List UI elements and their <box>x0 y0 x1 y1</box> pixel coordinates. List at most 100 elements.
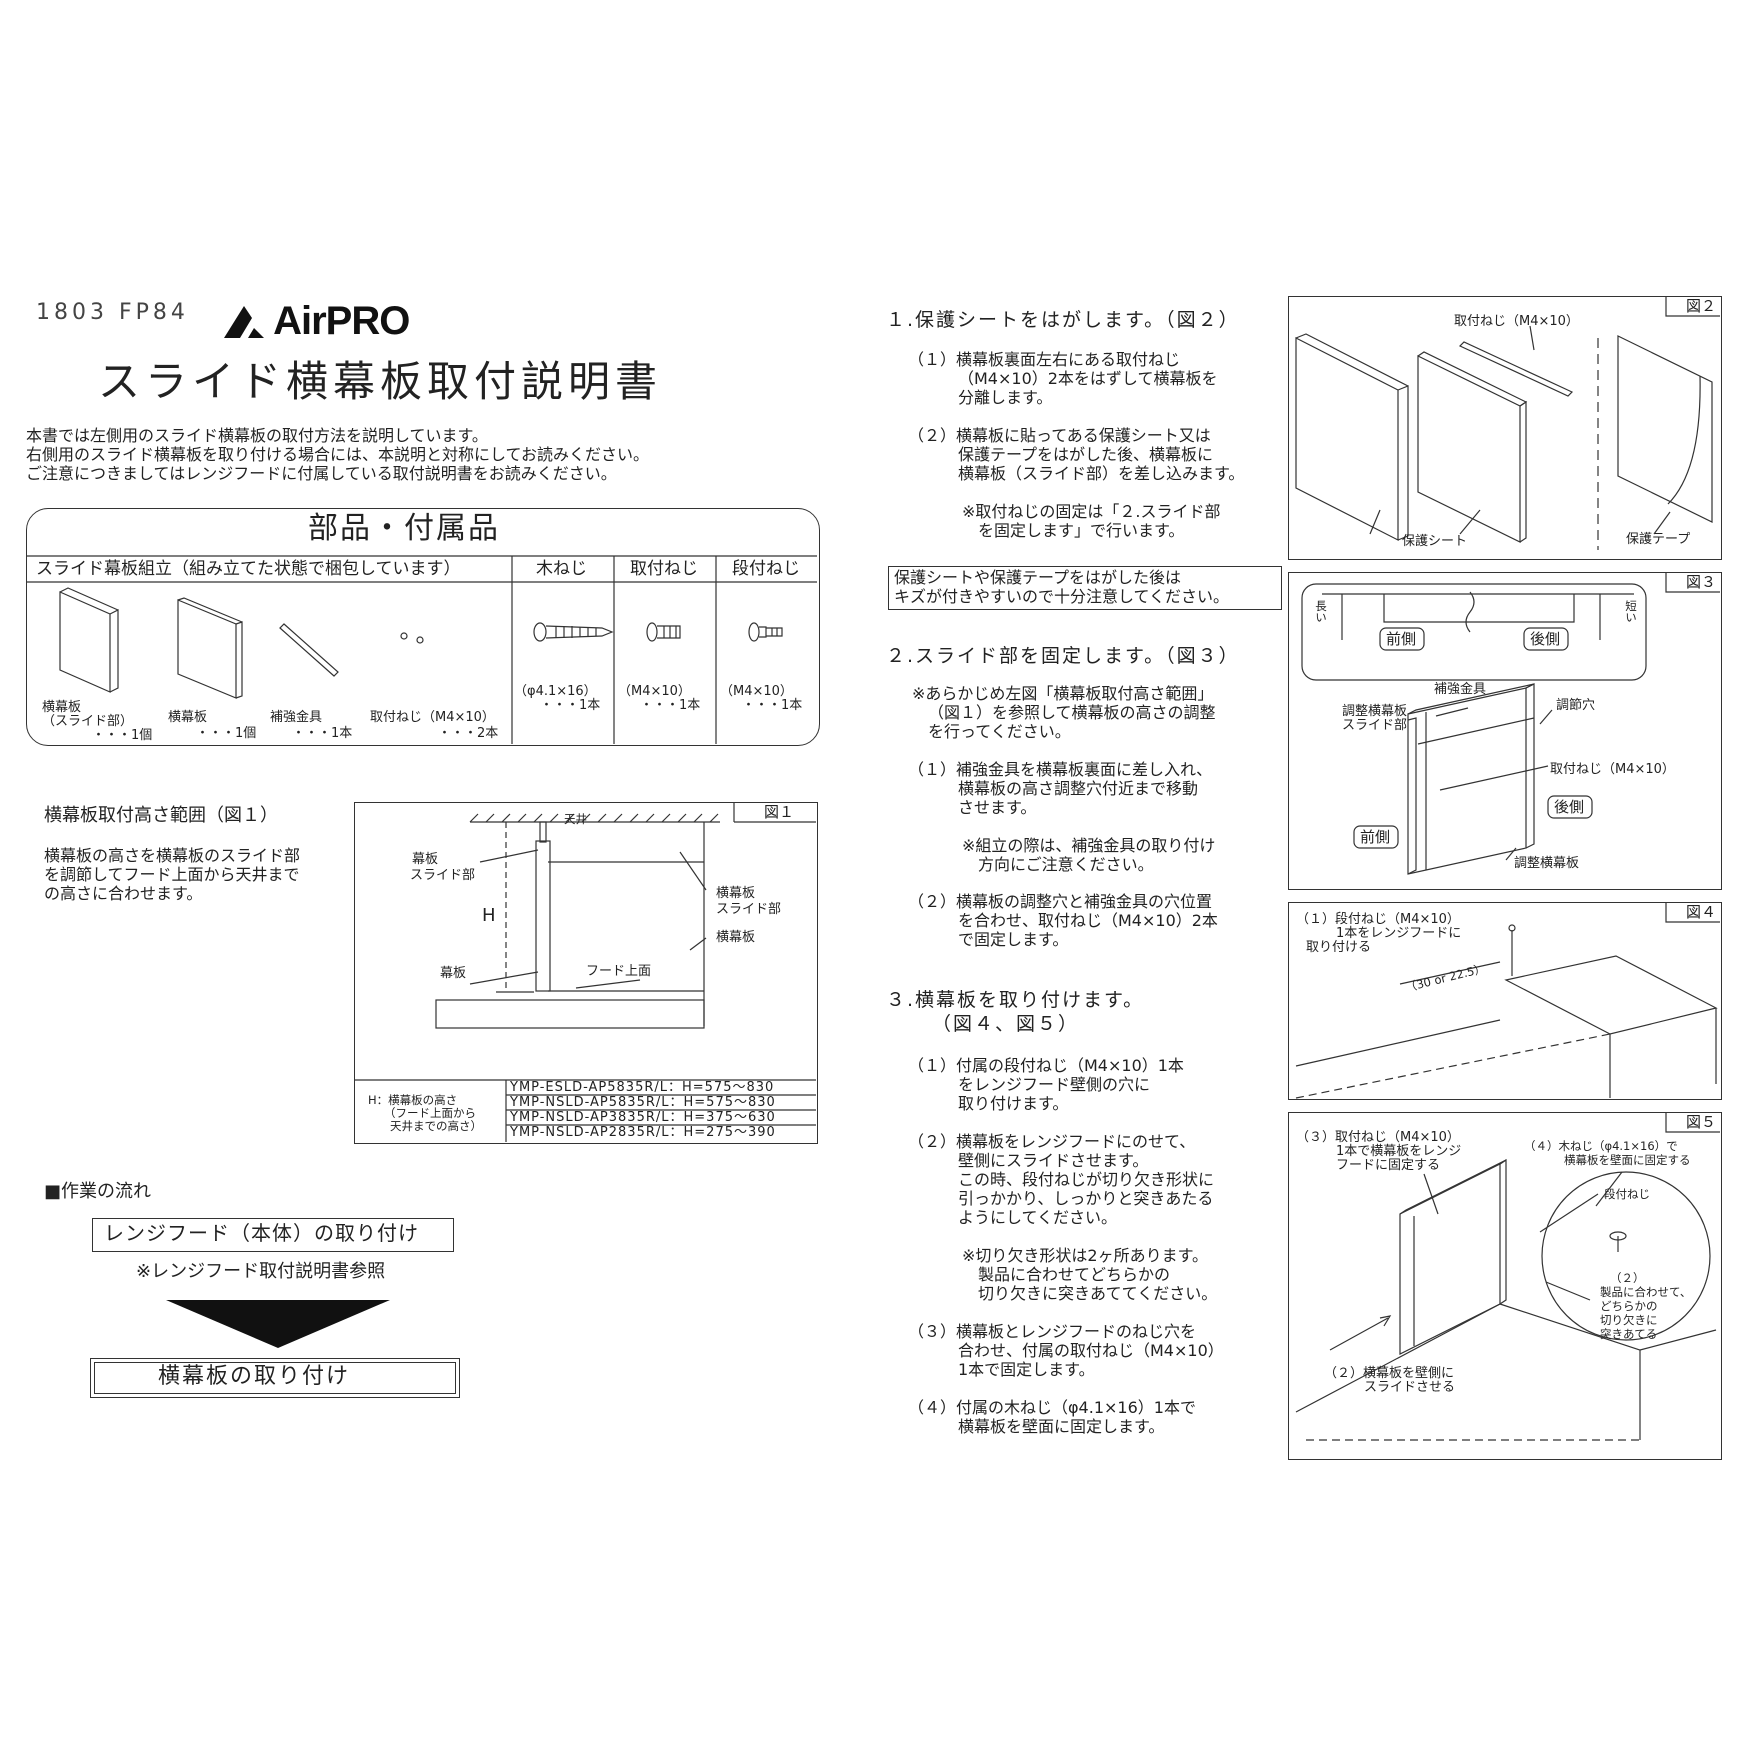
fig1-ceiling: 天井 <box>564 812 587 826</box>
fig3-front2: 前側 <box>1360 828 1391 846</box>
step1-sub1: （１）横幕板裏面左右にある取付ねじ <box>908 350 1181 369</box>
part-qty: ・・・1個 <box>92 728 153 743</box>
part-name: 取付ねじ（M4×10） <box>370 710 495 725</box>
flow-step1: レンジフード（本体）の取り付け <box>104 1221 419 1245</box>
step3-sub4: （４）付属の木ねじ（φ4.1×16）1本で <box>908 1398 1196 1417</box>
fig5-t3: 1本で横幕板をレンジ <box>1336 1144 1462 1159</box>
step2-sub1: させます。 <box>958 798 1037 817</box>
fig2-tape: 保護テープ <box>1626 532 1691 547</box>
step1-warning: 保護シートや保護テープをはがした後は <box>894 568 1182 587</box>
step2-sub2: を合わせ、取付ねじ（M4×10）2本 <box>958 911 1218 930</box>
reinforce-bracket-drawing <box>279 623 339 677</box>
fig1-h-note: 天井までの高さ） <box>390 1119 482 1133</box>
step2-heading: ２.スライド部を固定します。（図３） <box>886 645 1240 667</box>
fig3-back: 後側 <box>1530 630 1561 648</box>
mount-screw-spec: （M4×10） <box>618 684 691 699</box>
fig1-model: YMP-NSLD-AP2835R/L：H=275〜390 <box>510 1125 776 1140</box>
fig1-label-text: 幕板 <box>440 966 467 981</box>
col-assembly: スライド幕板組立（組み立てた状態で梱包しています） <box>36 559 461 579</box>
fig1-label-text: 横幕板 <box>716 930 756 945</box>
step1-heading: １.保護シートをはがします。（図２） <box>886 309 1240 331</box>
brand-name: AirPRO <box>273 299 410 343</box>
parts-table <box>26 508 820 746</box>
step2-pre: （図１）を参照して横幕板の高さの調整 <box>928 703 1216 722</box>
intro-line: 右側用のスライド横幕板を取り付ける場合には、本説明と対称にしてお読みください。 <box>26 445 650 464</box>
part-name: 補強金具 <box>270 710 323 725</box>
step1-warning: キズが付きやすいので十分注意してください。 <box>894 587 1230 606</box>
step2-note: 方向にご注意ください。 <box>978 855 1154 874</box>
parts-title: 部品・付属品 <box>308 511 500 546</box>
step3-heading: ３.横幕板を取り付けます。 <box>886 989 1145 1011</box>
step1-sub1: （M4×10）2本をはずして横幕板を <box>958 369 1218 388</box>
fig2-screw: 取付ねじ（M4×10） <box>1454 314 1579 329</box>
fig3-hole: 調節穴 <box>1556 698 1596 713</box>
fig5-frame <box>1288 1112 1722 1460</box>
flow-note: ※レンジフード取付説明書参照 <box>136 1261 386 1282</box>
intro-line: ご注意につきましてはレンジフードに付属している取付説明書をお読みください。 <box>26 464 617 483</box>
wood-screw-qty: ・・・1本 <box>540 698 601 713</box>
range-heading: 横幕板取付高さ範囲（図１） <box>44 805 278 826</box>
col-mount-screw: 取付ねじ <box>630 559 698 579</box>
fig3-screw: 取付ねじ（M4×10） <box>1550 762 1675 777</box>
part-qty: ・・・1個 <box>196 726 257 741</box>
step2-sub1: （１）補強金具を横幕板裏面に差し入れ、 <box>908 760 1213 779</box>
fig5-t2c: どちらかの <box>1600 1299 1658 1313</box>
fig2-label: 図２ <box>1686 297 1717 315</box>
wood-screw-drawing <box>533 622 614 642</box>
flow-step2-box <box>94 1362 456 1394</box>
part-qty: ・・・2本 <box>438 726 499 741</box>
fig2-sheet: 保護シート <box>1402 534 1468 549</box>
flow-arrow-icon <box>166 1300 390 1348</box>
fig1-h-note: H：横幕板の高さ <box>368 1093 458 1107</box>
fig1-label-text: フード上面 <box>586 964 652 979</box>
step-screw-qty: ・・・1本 <box>742 698 803 713</box>
col-step-screw: 段付ねじ <box>732 559 800 579</box>
step3-heading-figs: （図４、図５） <box>932 1013 1080 1035</box>
fig3-frame <box>1288 572 1722 890</box>
wood-screw-spec: （φ4.1×16） <box>514 684 597 699</box>
fig5-label: 図５ <box>1686 1113 1717 1131</box>
step3-sub3: 合わせ、付属の取付ねじ（M4×10） <box>958 1341 1224 1360</box>
flow-heading: ■作業の流れ <box>44 1181 152 1202</box>
fig5-t4: （４）木ねじ（φ4.1×16）で <box>1524 1139 1678 1153</box>
fig4-frame <box>1288 902 1722 1100</box>
fig3-front: 前側 <box>1386 630 1417 648</box>
col-wood-screw: 木ねじ <box>536 559 587 579</box>
fig1-model: YMP-NSLD-AP3835R/L：H=375〜630 <box>510 1110 776 1125</box>
step3-note: 製品に合わせてどちらかの <box>978 1265 1171 1284</box>
slide-panel-drawing <box>59 587 119 693</box>
step-screw-drawing <box>748 622 783 642</box>
fig5-t3: フードに固定する <box>1336 1158 1441 1173</box>
fig3-label: 図３ <box>1686 573 1717 591</box>
fig1-model: YMP-ESLD-AP5835R/L：H=575〜830 <box>510 1080 775 1095</box>
doc-code: 1803 FP84 <box>36 300 189 325</box>
fig3-adj: スライド部 <box>1342 718 1408 733</box>
step1-sub2: 保護テープをはがした後、横幕板に <box>958 445 1214 464</box>
step3-sub2: （２）横幕板をレンジフードにのせて、 <box>908 1132 1196 1151</box>
step3-sub1: をレンジフード壁側の穴に <box>958 1075 1151 1094</box>
part-name-sub: （スライド部） <box>42 714 134 729</box>
step2-pre: ※あらかじめ左図「横幕板取付高さ範囲」 <box>912 684 1214 703</box>
fig3-reinforce: 補強金具 <box>1434 682 1487 697</box>
step2-sub2: （２）横幕板の調整穴と補強金具の穴位置 <box>908 892 1213 911</box>
range-text: を調節してフード上面から天井まで <box>44 865 300 884</box>
fig3-back2: 後側 <box>1554 798 1585 816</box>
fig5-t3: （３）取付ねじ（M4×10） <box>1296 1130 1460 1145</box>
step3-sub2: この時、段付ねじが切り欠き形状に <box>958 1170 1215 1189</box>
parts-drawings <box>59 587 783 699</box>
flow-step1-box <box>92 1218 454 1252</box>
fig5-t2c: 突きあてる <box>1600 1327 1658 1341</box>
fig1-label-text: スライド部 <box>716 902 782 917</box>
step1-note: を固定します」で行います。 <box>978 521 1185 540</box>
part-name: 横幕板 <box>168 710 208 725</box>
fig5-t2c: 切り欠きに <box>1600 1313 1658 1327</box>
step2-sub1: 横幕板の高さ調整穴付近まで移動 <box>958 779 1199 798</box>
fig1-h: H <box>482 905 496 926</box>
flow-step2: 横幕板の取り付け <box>158 1364 351 1389</box>
part-name: 横幕板 <box>42 700 82 715</box>
step-screw-spec: （M4×10） <box>720 684 793 699</box>
fig1-h-note: （フード上面から <box>384 1106 476 1120</box>
fig1-model: YMP-NSLD-AP5835R/L：H=575〜830 <box>510 1095 776 1110</box>
fig4-text: 取り付ける <box>1306 940 1372 955</box>
